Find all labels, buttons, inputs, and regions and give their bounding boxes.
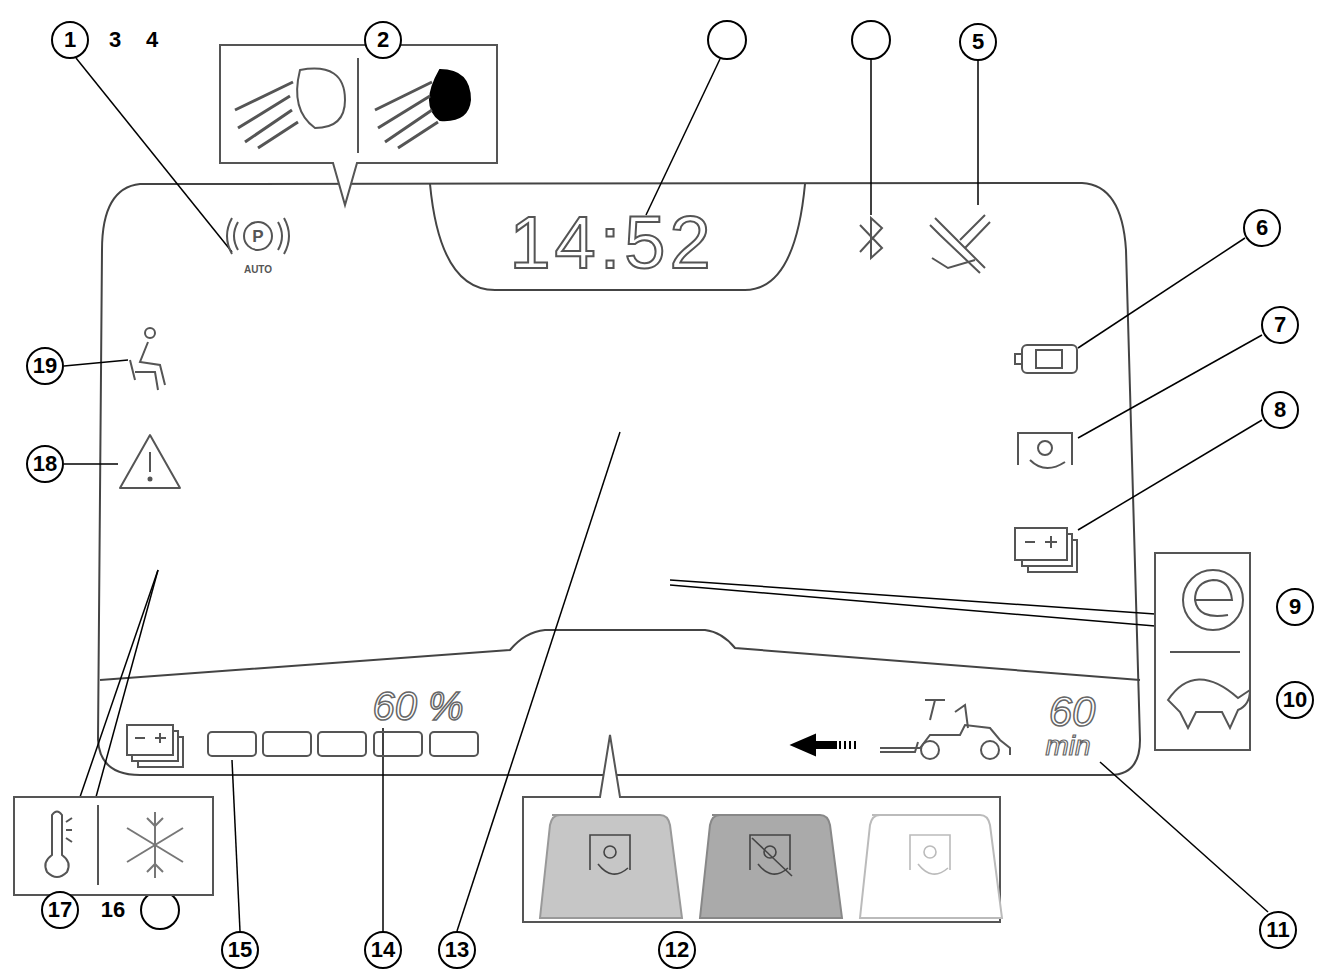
callout-number: 18 [26, 445, 64, 483]
callout-number: 12 [658, 931, 696, 969]
bluetooth-icon [860, 218, 882, 258]
callout-number: 1 [51, 21, 89, 59]
icon-letter: P [252, 228, 263, 245]
callout-number: 3 [109, 29, 121, 51]
callout-number: 15 [221, 931, 259, 969]
callout-number: 5 [959, 23, 997, 61]
callout-number: 10 [1276, 681, 1314, 719]
status-icon-6 [1015, 345, 1077, 373]
parking-brake-icon [227, 218, 289, 254]
battery-percent: 60 % [372, 686, 463, 726]
leader-lines [60, 45, 1268, 931]
mower-time-icon [792, 700, 1010, 759]
bottom-bar [100, 630, 1140, 680]
icon-caption: AUTO [244, 265, 272, 275]
screen-outline [98, 183, 1140, 775]
callout-number: 2 [364, 21, 402, 59]
temperature-box [14, 797, 213, 895]
pto-state-box [523, 735, 1002, 922]
callout-number: 9 [1276, 588, 1314, 626]
callout-circle [708, 21, 746, 59]
battery-icon-8 [1015, 528, 1077, 572]
headlight-box [220, 45, 497, 205]
callout-number: 4 [146, 29, 158, 51]
callout-number: 11 [1259, 911, 1297, 949]
callout-number: 19 [26, 347, 64, 385]
callout-circle [852, 21, 890, 59]
service-icon [930, 215, 990, 273]
warning-icon [120, 435, 180, 488]
clock-readout: 14:52 [509, 206, 714, 280]
seat-icon [130, 328, 165, 390]
time-remaining: 60 [1049, 691, 1096, 733]
time-tab [430, 184, 805, 290]
callout-number: 14 [364, 931, 402, 969]
callout-number: 6 [1243, 209, 1281, 247]
callout-number: 7 [1261, 306, 1299, 344]
callout-number: 16 [101, 899, 125, 921]
callout-number: 17 [41, 891, 79, 929]
battery-gauge [127, 725, 478, 767]
callout-circle [141, 891, 179, 929]
pto-icon-7 [1018, 433, 1072, 468]
time-unit: min [1045, 732, 1090, 760]
callout-number: 13 [438, 931, 476, 969]
callout-number: 8 [1261, 391, 1299, 429]
mode-box [1155, 553, 1250, 750]
